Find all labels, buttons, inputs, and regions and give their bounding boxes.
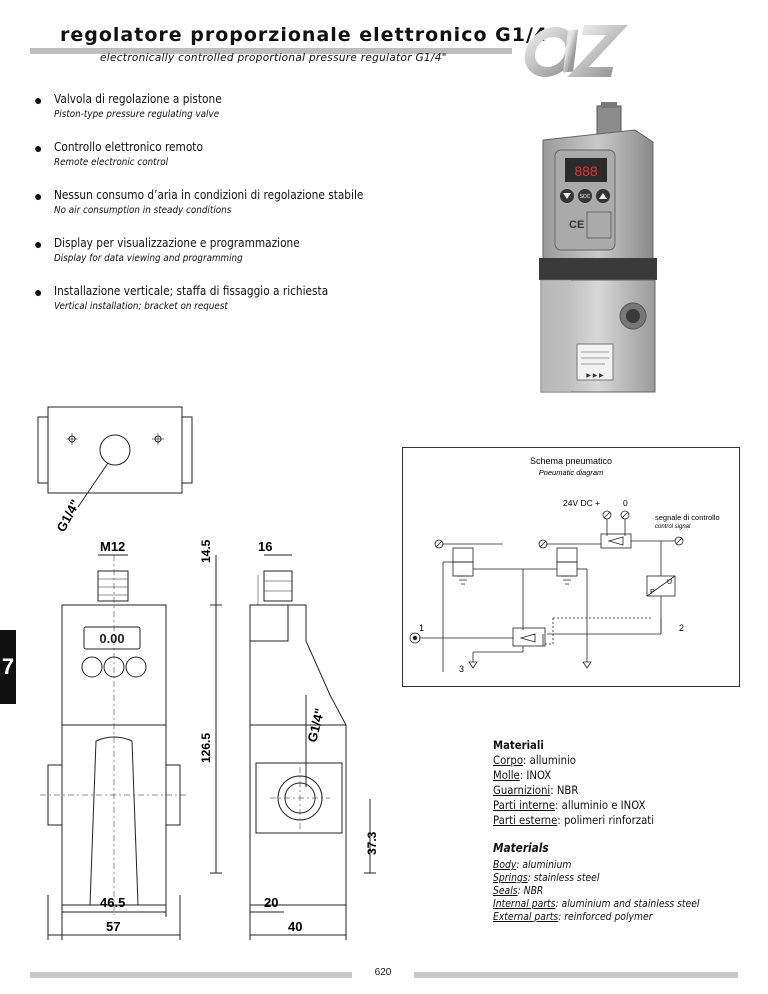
az-logo — [524, 25, 628, 77]
sensor-p: P — [650, 589, 655, 596]
signal-label: segnale di controllo — [655, 513, 720, 522]
materials-title: Materiali — [493, 738, 544, 752]
m12-connector-front — [97, 570, 129, 602]
list-item: Springs: stainless steel — [493, 872, 600, 884]
dim-126-5: 126.5 — [199, 733, 213, 763]
page-title: regolatore proporzionale elettronico G1/… — [60, 24, 560, 46]
feature-it: Controllo elettronico remoto — [54, 140, 203, 154]
feature-en: Remote electronic control — [54, 157, 169, 168]
dim-37-3: 37.3 — [365, 831, 379, 855]
dim-40: 40 — [288, 919, 302, 934]
list-item: Seals: NBR — [493, 885, 544, 897]
materials-it: Materiali Corpo: alluminio Molle: INOX G… — [493, 738, 676, 828]
list-item: ● Installazione verticale; staffa di fis… — [30, 284, 500, 312]
bullet-icon: ● — [34, 188, 43, 204]
feature-it: Display per visualizzazione e programmaz… — [54, 236, 300, 250]
feature-list: ● Valvola di regolazione a pistone Pisto… — [30, 92, 500, 332]
list-item: External parts: reinforced polymer — [493, 911, 653, 923]
schema-title: Schema pneumatico — [530, 456, 612, 466]
bullet-icon: ● — [34, 92, 43, 108]
list-item: Body: aluminium — [493, 859, 572, 871]
dim-16: 16 — [258, 539, 272, 554]
display-value: 0.00 — [99, 631, 124, 646]
dim-14-5: 14.5 — [199, 539, 213, 563]
pneumatic-diagram-svg: Schema pneumatico Pneumatic diagram 24V … — [409, 456, 720, 674]
top-view-body — [47, 406, 183, 494]
side-view-body — [249, 604, 347, 906]
list-item: Corpo: alluminio — [493, 753, 577, 767]
feature-en: Vertical installation; bracket on reques… — [54, 301, 228, 312]
bullet-icon: ● — [34, 284, 43, 300]
bullet-icon: ● — [34, 236, 43, 252]
dim-46-5: 46.5 — [100, 895, 125, 910]
product-display: 888 — [574, 163, 598, 179]
footer-rule-left — [30, 972, 352, 978]
pneumatic-diagram: Schema pneumatico Pneumatic diagram 24V … — [402, 447, 740, 687]
sensor-u: U — [667, 579, 672, 586]
connector-side — [263, 570, 293, 602]
feature-en: Piston-type pressure regulating valve — [54, 109, 220, 120]
list-item: Guarnizioni: NBR — [493, 783, 579, 797]
port-2: 2 — [679, 623, 684, 633]
dim-thread-top: G1/4" — [53, 497, 82, 534]
footer-rule-right — [414, 972, 738, 978]
feature-it: Nessun consumo d’aria in condizioni di r… — [54, 188, 364, 202]
dim-m12: M12 — [100, 539, 125, 554]
zero-label: 0 — [623, 498, 628, 508]
section-tab: 7 — [0, 630, 16, 704]
list-item: ● Display per visualizzazione e programm… — [30, 236, 500, 264]
product-photo: 888 SOC CE ▶ ▶ ▶ — [539, 102, 657, 393]
page-subtitle: electronically controlled proportional p… — [100, 52, 447, 64]
dim-20: 20 — [264, 895, 278, 910]
ce-mark: CE — [569, 219, 584, 231]
list-item: ● Nessun consumo d’aria in condizioni di… — [30, 188, 500, 216]
list-item: ● Valvola di regolazione a pistone Pisto… — [30, 92, 500, 120]
dim-57: 57 — [106, 919, 120, 934]
product-button-label: SOC — [580, 194, 591, 200]
list-item: ● Controllo elettronico remoto Remote el… — [30, 140, 500, 168]
page-number: 620 — [374, 967, 392, 978]
list-item: Internal parts: aluminium and stainless … — [493, 898, 700, 910]
port-3: 3 — [459, 664, 464, 674]
schema-subtitle: Pneumatic diagram — [539, 468, 604, 477]
technical-drawing: G1/4" M12 14.5 16 0.00 G1/4" 126.5 37.3 … — [37, 406, 379, 940]
materials-en: Materials Body: aluminium Springs: stain… — [493, 842, 728, 924]
materials-title-en: Materials — [493, 841, 549, 855]
feature-en: Display for data viewing and programming — [54, 253, 243, 264]
feature-it: Valvola di regolazione a pistone — [54, 92, 222, 106]
feature-it: Installazione verticale; staffa di fissa… — [54, 284, 329, 298]
supply-label: 24V DC + — [563, 498, 600, 508]
list-item: Parti interne: alluminio e INOX — [493, 798, 646, 812]
signal-label-en: control signal — [655, 524, 691, 530]
feature-en: No air consumption in steady conditions — [54, 205, 232, 216]
svg-text:▶ ▶ ▶: ▶ ▶ ▶ — [586, 373, 604, 379]
list-item: Parti esterne: polimeri rinforzati — [493, 813, 655, 827]
port-1: 1 — [419, 623, 424, 633]
bullet-icon: ● — [34, 140, 43, 156]
header-rule — [30, 48, 512, 54]
list-item: Molle: INOX — [493, 768, 552, 782]
